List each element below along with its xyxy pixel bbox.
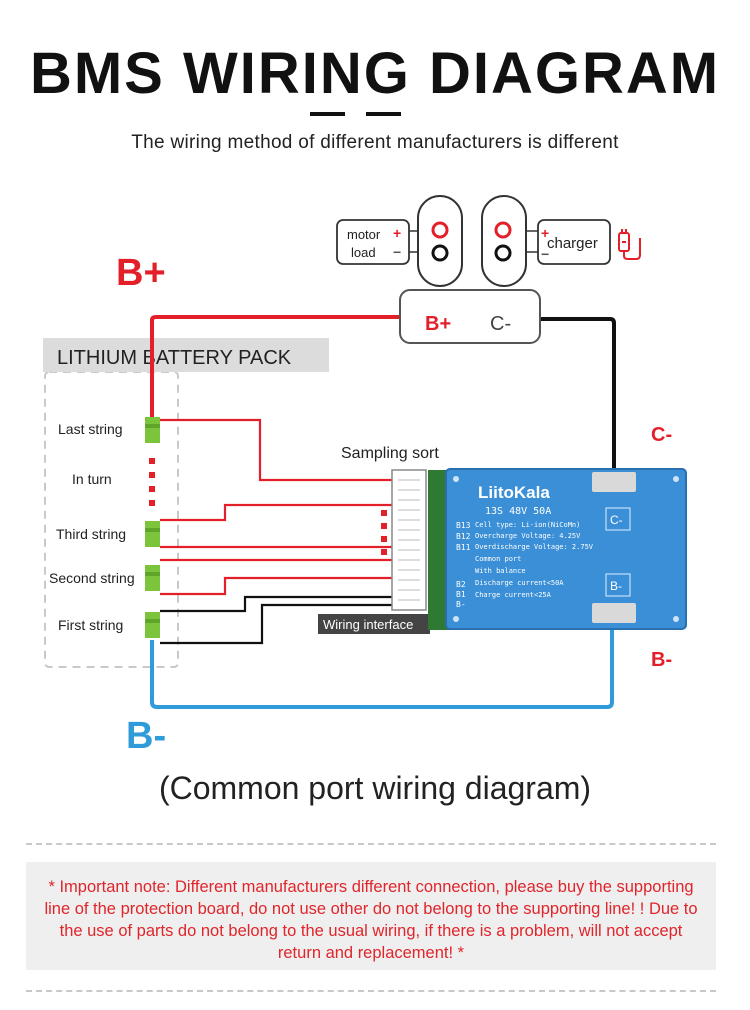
spec-overdischarge: Overdischarge Voltage: 2.75V [475,543,594,551]
b-minus-wire [150,625,614,709]
load-label: load [351,245,376,260]
battery-cell [145,417,160,443]
important-note: * Important note: Different manufacturer… [44,878,698,962]
sampling-wire-second-b [160,576,392,596]
divider [26,843,716,845]
charger-box [537,219,611,265]
pcb-green-strip [428,470,450,630]
plug-right [481,195,527,287]
battery-pack-label-bg [43,338,329,372]
pin-b12: B12 [456,532,471,541]
connector-pins [398,479,420,601]
spec-cell-type: Cell type: Li-ion(NiCoMn) [475,521,580,529]
battery-pack-label: LITHIUM BATTERY PACK [57,347,292,369]
output-connector [399,289,541,344]
charger-plug-icon [618,229,641,260]
connector-b-plus: B+ [425,313,451,335]
wiring-interface-label: Wiring interface [323,617,413,632]
diagram-caption: (Common port wiring diagram) [158,770,592,806]
pin-b11: B11 [456,543,471,552]
bms-board [446,469,686,629]
spec-charge: Charge current<25A [475,591,552,599]
battery-cell [145,565,160,591]
divider [26,990,716,992]
wiring-interface-bg [318,614,430,634]
b-plus-label: B+ [116,252,166,294]
string-label-first: First string [58,617,123,633]
charger-label: charger [547,235,598,252]
pin-bminus: B- [456,600,466,609]
sampling-wire-first-a [160,595,392,613]
subtitle: The wiring method of different manufactu… [131,132,619,153]
port-c-label: C- [610,513,623,527]
sampling-wire-first-b [160,603,392,645]
b-minus-right-label: B- [651,649,672,671]
battery-cell [145,612,160,638]
charger-plus: + [541,225,549,241]
spec-common-port: Common port [475,555,521,563]
battery-cell [145,521,160,547]
board-model: 13S 48V 50A [485,506,551,517]
charger-minus: − [541,246,549,262]
pin-b1: B1 [456,590,466,599]
motor-plus: + [393,225,401,241]
b-minus-pad [592,603,636,623]
string-label-third: Third string [56,526,126,542]
sampling-wire-third-a [160,503,392,522]
note-box [26,862,716,970]
motor-label: motor [347,227,381,242]
c-minus-wire [540,317,616,485]
string-label-in-turn: In turn [72,471,112,487]
b-minus-label: B- [126,715,166,757]
in-turn-dots [149,458,387,555]
plug-left [417,195,463,287]
spec-overcharge: Overcharge Voltage: 4.25V [475,532,581,540]
connector-c-minus: C- [490,313,511,335]
c-minus-pad [592,472,636,492]
sampling-wire-last [160,418,392,482]
pin-b2: B2 [456,580,466,589]
wiring-diagram: LITHIUM BATTERY PACK B+ B- C- B- Last st [43,195,687,757]
string-label-last: Last string [58,421,123,437]
pin-b13: B13 [456,521,471,530]
spec-balance: With balance [475,567,526,575]
board-brand: LiitoKala [478,483,550,502]
spec-discharge: Discharge current<50A [475,579,564,587]
title-underline [366,112,401,116]
motor-load-box [336,219,410,265]
load-minus: − [393,244,401,260]
port-b-label: B- [610,579,622,593]
sampling-sort-label: Sampling sort [341,445,439,462]
c-minus-right-label: C- [651,424,672,446]
title-underline [310,112,345,116]
page-title: BMS WIRING DIAGRAM [29,41,721,106]
b-plus-wire [150,315,400,420]
string-label-second: Second string [49,570,135,586]
